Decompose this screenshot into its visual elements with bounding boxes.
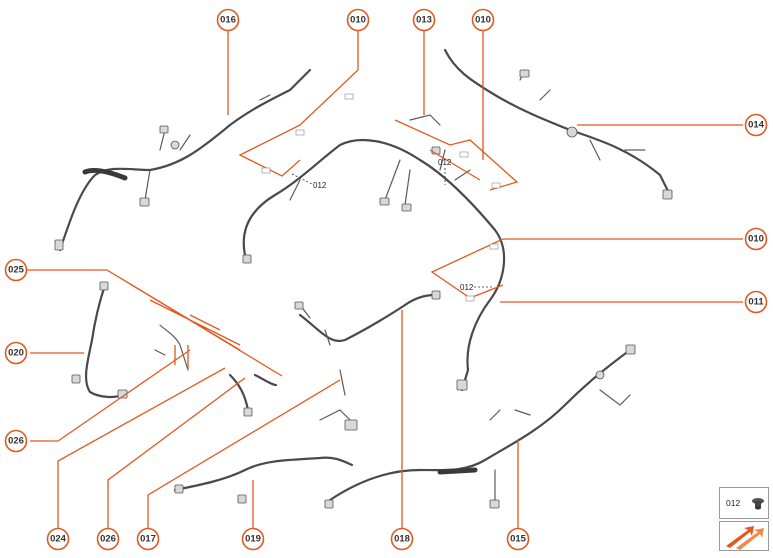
svg-text:026: 026: [100, 534, 116, 545]
callout-018[interactable]: 018: [390, 527, 414, 551]
inline-label-012: 012: [313, 181, 327, 190]
callout-026[interactable]: 026: [96, 527, 120, 551]
callout-010[interactable]: 010: [471, 8, 495, 32]
grommet-plug-icon: [752, 498, 764, 510]
callout-024[interactable]: 024: [46, 527, 70, 551]
svg-text:019: 019: [245, 534, 261, 545]
inline-label-012: 012: [438, 158, 452, 167]
callout-014[interactable]: 014: [744, 113, 768, 137]
svg-text:025: 025: [8, 265, 25, 276]
harness-013-014: [409, 48, 673, 200]
callout-010[interactable]: 010: [744, 227, 768, 251]
svg-text:014: 014: [748, 120, 765, 131]
harness-main-010: [242, 138, 506, 392]
callout-017[interactable]: 017: [136, 527, 160, 551]
callout-013[interactable]: 013: [412, 8, 436, 32]
svg-text:010: 010: [748, 234, 764, 245]
orange-arrow-navigation-icon: [726, 526, 764, 550]
callout-015[interactable]: 015: [506, 527, 530, 551]
svg-text:010: 010: [350, 15, 366, 26]
callout-019[interactable]: 019: [241, 527, 265, 551]
svg-text:015: 015: [510, 534, 527, 545]
svg-text:010: 010: [475, 15, 491, 26]
legend-part-012[interactable]: 012: [719, 487, 769, 519]
navigation-arrow-button[interactable]: [719, 521, 769, 551]
harness-015: [324, 344, 636, 509]
leader-lines: [26, 31, 743, 539]
harness-016: [54, 68, 312, 252]
harness-024-026: [228, 373, 278, 417]
callout-011[interactable]: 011: [744, 290, 768, 314]
harness-018: [294, 290, 441, 346]
callout-025[interactable]: 025: [4, 258, 28, 282]
callout-010[interactable]: 010: [346, 8, 370, 32]
svg-text:011: 011: [748, 297, 764, 308]
harness-017-019: [173, 369, 358, 504]
svg-text:016: 016: [220, 15, 236, 26]
svg-text:018: 018: [394, 534, 410, 545]
inline-label-012: 012: [460, 283, 474, 292]
svg-text:020: 020: [8, 348, 24, 359]
callout-026[interactable]: 026: [4, 429, 28, 453]
harness-020-025: [71, 281, 189, 399]
callout-020[interactable]: 020: [4, 341, 28, 365]
legend: 012: [719, 487, 769, 552]
leader-tags: [261, 93, 501, 302]
svg-text:026: 026: [8, 436, 24, 447]
callout-016[interactable]: 016: [216, 8, 240, 32]
legend-part-number: 012: [726, 498, 741, 508]
svg-text:017: 017: [140, 534, 156, 545]
svg-text:024: 024: [50, 534, 67, 545]
svg-text:013: 013: [416, 15, 432, 26]
